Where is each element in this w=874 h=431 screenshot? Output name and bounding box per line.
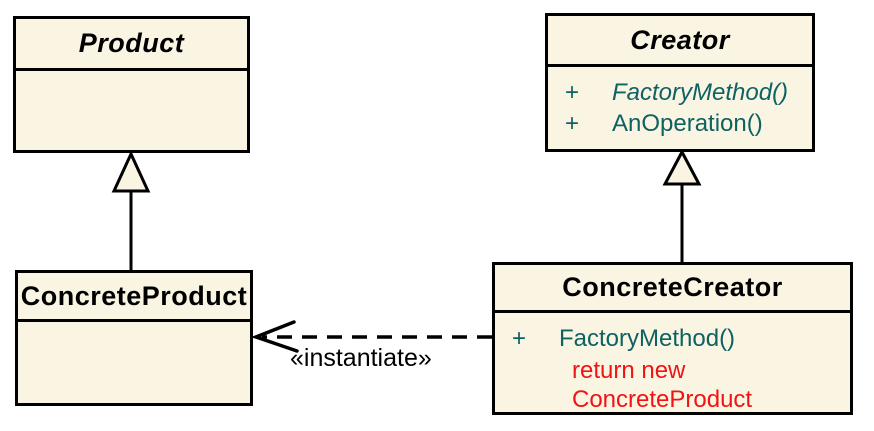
class-title-creator: Creator: [548, 16, 812, 67]
generalization-arrow-product: [111, 150, 151, 270]
pseudocode-note-line: ConcreteProduct: [572, 386, 753, 413]
class-body-product: [16, 71, 247, 83]
class-body-concrete-product: [18, 322, 250, 334]
class-title-concrete-creator: ConcreteCreator: [495, 265, 850, 313]
instantiate-edge-label: «instantiate»: [290, 344, 432, 372]
visibility-marker: +: [512, 325, 527, 352]
visibility-marker: +: [565, 79, 580, 106]
class-body-concrete-creator: + FactoryMethod() return new ConcretePro…: [495, 313, 850, 414]
class-title-concrete-product: ConcreteProduct: [18, 273, 250, 322]
method-signature: FactoryMethod(): [559, 325, 736, 352]
generalization-arrow-creator: [662, 148, 702, 262]
visibility-marker: +: [565, 110, 580, 137]
class-body-creator: + FactoryMethod() + AnOperation(): [548, 67, 812, 141]
class-box-concrete-product: ConcreteProduct: [15, 270, 253, 406]
method-factory-method-abstract: + FactoryMethod(): [548, 79, 812, 110]
method-signature: AnOperation(): [612, 110, 763, 137]
class-box-creator: Creator + FactoryMethod() + AnOperation(…: [545, 13, 815, 152]
method-signature: FactoryMethod(): [612, 79, 789, 106]
class-title-product: Product: [16, 19, 247, 71]
class-box-concrete-creator: ConcreteCreator + FactoryMethod() return…: [492, 262, 853, 415]
class-box-product: Product: [13, 16, 250, 153]
method-an-operation: + AnOperation(): [548, 110, 812, 141]
pseudocode-note-line: return new: [572, 357, 686, 384]
method-factory-method-concrete: + FactoryMethod(): [495, 325, 850, 356]
